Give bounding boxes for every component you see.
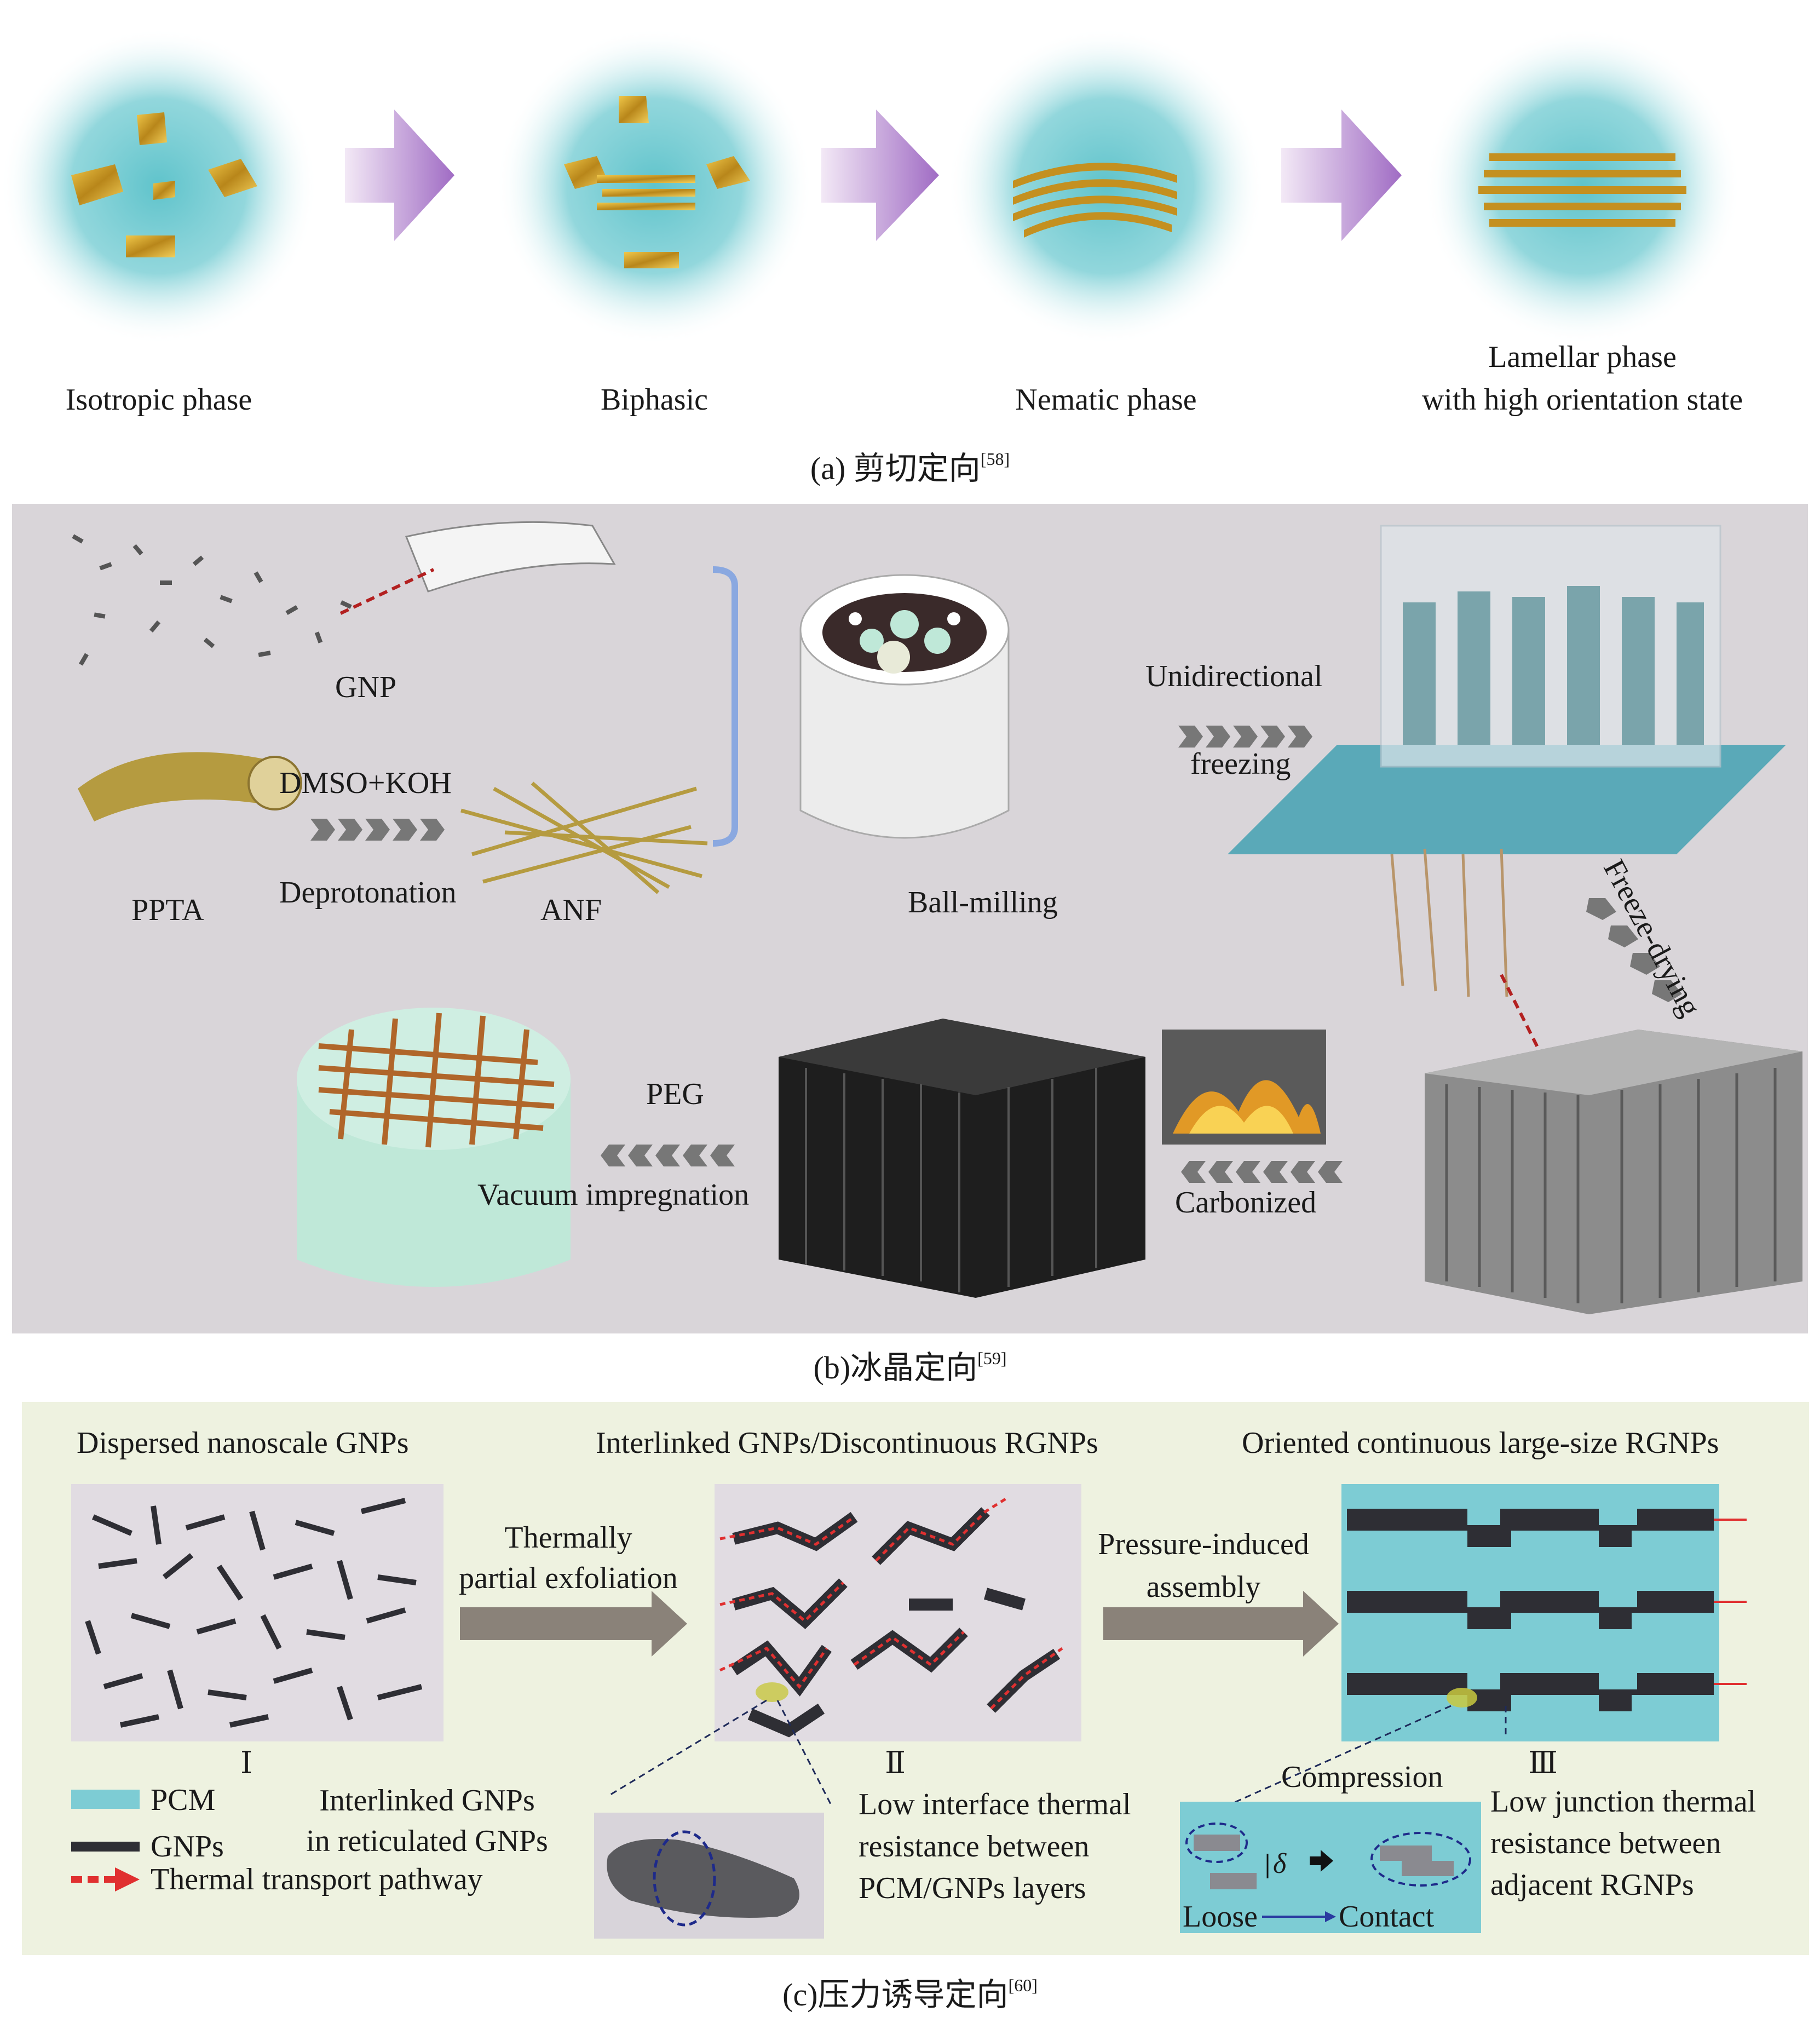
label-ppta: PPTA (131, 893, 204, 927)
callout-dashes (607, 1699, 1507, 1819)
label-vacuum: Vacuum impregnation (477, 1178, 750, 1212)
inset-sheet (607, 1839, 799, 1918)
freeze-drying-arrow (1586, 898, 1682, 1002)
nematic-flakes (1013, 163, 1177, 238)
peg-composite (297, 1008, 571, 1287)
roman-iii: Ⅲ (1528, 1746, 1558, 1780)
compression-label: Compression (1281, 1760, 1443, 1794)
pathway-arrows-ii (719, 1496, 1063, 1710)
interlinked-line2: in reticulated GNPs (306, 1824, 548, 1858)
label-dmso: DMSO+KOH (279, 766, 452, 800)
biphasic-flakes (564, 96, 750, 268)
graphene-sheet (405, 521, 616, 593)
black-aerogel (779, 1019, 1145, 1298)
arrow-a3 (1281, 110, 1402, 241)
arrow-a1 (345, 110, 454, 241)
caption-a: (a) 剪切定向[58] (810, 449, 1010, 486)
roman-ii: Ⅱ (884, 1746, 906, 1780)
inset-contact-ellipse (1370, 1832, 1471, 1887)
loose-contact-arrow (1262, 1911, 1336, 1922)
panel-a: Isotropic phase Biphasic Nematic phase L… (0, 0, 1820, 493)
gnp-flakes (72, 534, 352, 666)
label-biphasic: Biphasic (601, 383, 708, 417)
step1-line2: partial exfoliation (459, 1561, 678, 1595)
ball-mill-jar (799, 574, 1010, 839)
freezing-arrow (1178, 726, 1312, 748)
title-oriented: Oriented continuous large-size RGNPs (1242, 1426, 1719, 1460)
contact-label: Contact (1339, 1900, 1435, 1934)
zoom-dash (1500, 974, 1541, 1053)
isotropic-flakes (71, 112, 257, 257)
arrow-c1 (460, 1591, 687, 1657)
low-junction-line1: Low junction thermal (1490, 1785, 1756, 1819)
label-carbonized: Carbonized (1175, 1186, 1317, 1220)
ppta-end (247, 756, 302, 810)
low-interface-line1: Low interface thermal (859, 1787, 1131, 1821)
compression-arrow (1310, 1850, 1333, 1872)
grey-aerogel (1425, 1030, 1802, 1314)
panel-c: Dispersed nanoscale GNPs Interlinked GNP… (22, 1402, 1809, 1955)
low-junction-line2: resistance between (1490, 1826, 1721, 1860)
highlight-iii (1447, 1688, 1477, 1707)
dispersed-gnps (85, 1498, 423, 1728)
carbonized-arrow (1181, 1161, 1343, 1183)
label-deprotonation: Deprotonation (279, 876, 457, 910)
roman-i: Ⅰ (240, 1746, 253, 1780)
arrow-c2 (1103, 1591, 1339, 1657)
label-anf: ANF (540, 893, 602, 927)
zoom-fibers (1390, 848, 1508, 997)
caption-c: (c)压力诱导定向[60] (782, 1975, 1038, 2013)
delta-label: δ (1273, 1848, 1287, 1879)
inset-loose-ellipse (1185, 1822, 1248, 1863)
legend-pcm-swatch (71, 1790, 140, 1809)
label-lamellar-line2: with high orientation state (1421, 383, 1743, 417)
lamellar-flakes (1478, 153, 1686, 227)
panel-a-graphics (0, 27, 1741, 345)
arrow-a2 (821, 110, 939, 241)
label-unidirectional: Unidirectional (1145, 659, 1323, 693)
bracket (712, 566, 738, 847)
label-gnp: GNP (335, 670, 397, 704)
freezing-box (1228, 525, 1786, 854)
biphasic-glow (496, 27, 813, 345)
label-lamellar-line1: Lamellar phase (1488, 340, 1677, 374)
low-junction-line3: adjacent RGNPs (1490, 1868, 1694, 1902)
legend-gnps-swatch (71, 1842, 140, 1852)
interlinked-line1: Interlinked GNPs (319, 1784, 535, 1818)
title-dispersed: Dispersed nanoscale GNPs (77, 1426, 409, 1460)
legend-gnps-label: GNPs (151, 1830, 224, 1864)
low-interface-line2: resistance between (859, 1830, 1090, 1864)
vacuum-arrow (601, 1145, 735, 1166)
caption-b: (b)冰晶定向[59] (813, 1348, 1007, 1385)
legend-path-swatch (71, 1867, 140, 1891)
anf-fibers (460, 781, 708, 894)
highlight-ii (756, 1682, 788, 1702)
step2-line1: Pressure-induced (1098, 1527, 1309, 1561)
label-peg: PEG (646, 1077, 704, 1111)
legend-pcm-label: PCM (151, 1783, 216, 1817)
pathway-arrows-iii (1714, 1519, 1747, 1685)
label-nematic-phase: Nematic phase (1015, 383, 1197, 417)
gnp-zoom-line (339, 568, 435, 615)
step2-line2: assembly (1146, 1570, 1261, 1604)
panel-b: GNP DMSO+KOH PPTA Deprotonation ANF Ball… (12, 504, 1808, 1333)
low-interface-line3: PCM/GNPs layers (859, 1871, 1086, 1905)
step1-line1: Thermally (504, 1521, 632, 1555)
panel-c-graphics (71, 1484, 1747, 1939)
panel-b-graphics (72, 521, 1802, 1314)
oriented-rgnps (1347, 1509, 1714, 1711)
legend-path-label: Thermal transport pathway (151, 1862, 483, 1896)
deprotonation-arrow (310, 819, 445, 841)
carbonizing-box (1162, 1030, 1326, 1145)
ppta-fiber (78, 752, 275, 821)
inset-ellipse (653, 1830, 716, 1927)
label-isotropic-phase: Isotropic phase (65, 383, 252, 417)
label-freezing: freezing (1190, 747, 1291, 781)
title-interlinked: Interlinked GNPs/Discontinuous RGNPs (596, 1426, 1098, 1460)
label-ball-milling: Ball-milling (908, 886, 1058, 919)
inset-compression-flakes (1194, 1835, 1454, 1889)
box-interlinked (715, 1484, 1081, 1741)
loose-label: Loose (1183, 1900, 1258, 1934)
